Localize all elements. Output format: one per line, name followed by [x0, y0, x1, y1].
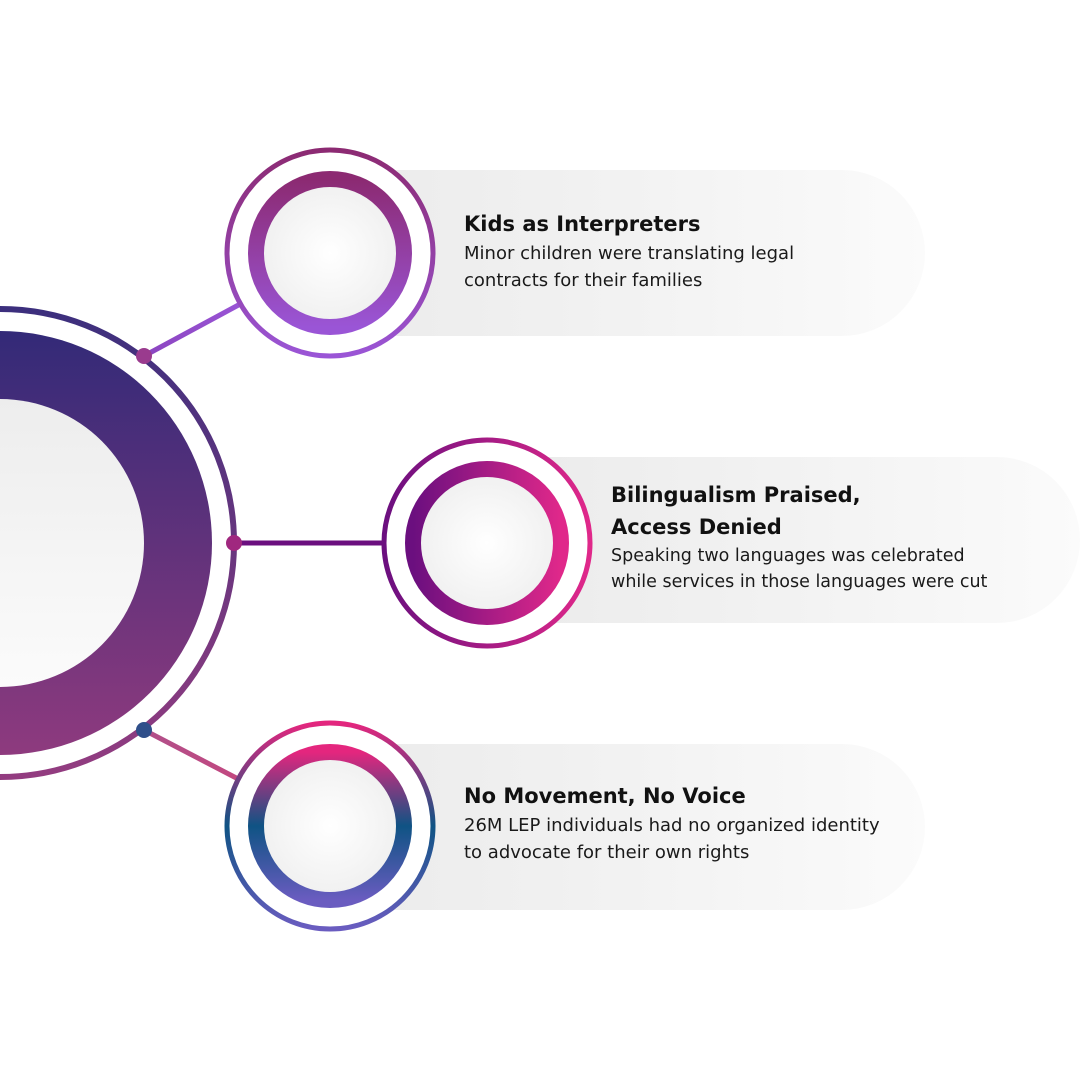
- item-text-1: Kids as Interpreters Minor children were…: [464, 208, 794, 294]
- item-title-3: No Movement, No Voice: [464, 784, 746, 808]
- connector-line-3: [142, 727, 246, 785]
- connector-dot-1: [136, 348, 152, 364]
- item-circle-3: [224, 720, 436, 932]
- item-description-3-line-2: to advocate for their own rights: [464, 842, 750, 863]
- item-title-1: Kids as Interpreters: [464, 212, 701, 236]
- item-text-3: No Movement, No Voice 26M LEP individual…: [464, 780, 880, 866]
- item-card-2: [500, 457, 1080, 623]
- item-text-2: Bilingualism Praised, Access Denied Spea…: [611, 479, 987, 595]
- item-description-2-line-1: Speaking two languages was celebrated: [611, 546, 965, 566]
- connector-dot-2: [226, 535, 242, 551]
- item-card-1: [340, 170, 925, 336]
- item-description-1-line-2: contracts for their families: [464, 270, 703, 291]
- item-title-2-line-1: Bilingualism Praised,: [611, 483, 861, 507]
- item-circle-2: [381, 437, 593, 649]
- item-title-2-line-2: Access Denied: [611, 515, 782, 539]
- item-card-3: [340, 744, 925, 910]
- central-hub: [0, 306, 237, 780]
- hub-inner-disc: [0, 399, 144, 687]
- item-circle-1: [224, 147, 436, 359]
- item-description-3-line-1: 26M LEP individuals had no organized ide…: [464, 815, 880, 836]
- item-description-2-line-2: while services in those languages were c…: [611, 572, 988, 592]
- item-description-1-line-1: Minor children were translating legal: [464, 243, 795, 264]
- connector-line-1: [142, 299, 246, 359]
- connector-dot-3: [136, 722, 152, 738]
